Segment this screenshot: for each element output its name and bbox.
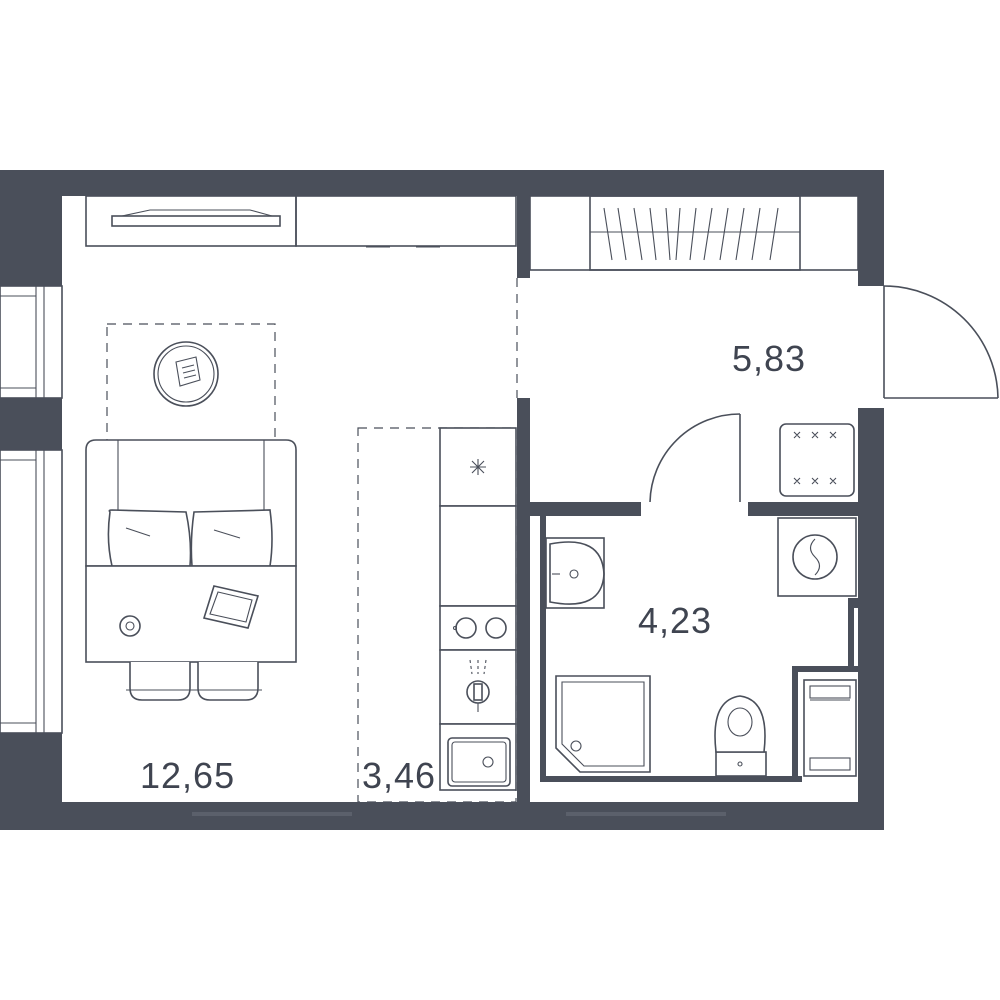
door-icon <box>883 285 999 399</box>
faucet-icon <box>466 659 490 712</box>
kitchen-area: 3,46 <box>362 755 436 796</box>
stove-icon <box>439 605 517 651</box>
washbasin-icon <box>545 537 605 609</box>
fridge-icon <box>439 427 517 507</box>
rug-icon <box>106 323 276 443</box>
living-room-area: 12,65 <box>140 755 235 796</box>
walls <box>0 170 884 830</box>
wardrobe-icon <box>529 195 859 271</box>
electrical-panel-icon <box>779 423 855 497</box>
toilet-icon <box>714 695 767 777</box>
door-icon <box>649 413 741 503</box>
wardrobe-icon <box>295 195 517 248</box>
sink-icon <box>439 723 517 791</box>
kitchen-counter <box>439 505 517 607</box>
tv-icon <box>85 195 297 247</box>
bathroom-area: 4,23 <box>638 600 712 641</box>
sofa-icon <box>85 439 297 567</box>
shelf-icon <box>803 679 857 777</box>
chair-icon <box>194 662 262 701</box>
hall-area: 5,83 <box>732 338 806 379</box>
window-icon <box>0 449 63 734</box>
shower-icon <box>555 675 651 773</box>
window-icon <box>0 285 63 399</box>
chair-icon <box>126 662 194 701</box>
table-icon <box>85 565 297 663</box>
washing-machine-icon <box>777 517 857 597</box>
laptop-icon <box>202 585 260 629</box>
